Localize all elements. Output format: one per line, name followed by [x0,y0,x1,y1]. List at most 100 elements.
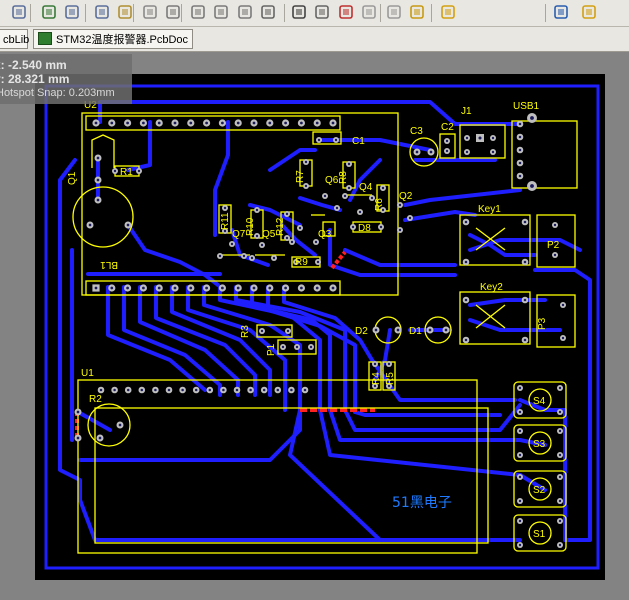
pad-hole [373,384,377,388]
pad-hole [558,519,562,523]
place-via-icon[interactable] [552,3,570,21]
rubber-stamp-icon[interactable] [236,3,254,21]
undo-icon[interactable] [360,3,378,21]
pad-hole [300,121,303,125]
pad-hole [295,345,299,349]
pad-hole [137,169,141,173]
label-r1: R1 [120,167,133,178]
component-icon[interactable] [40,3,58,21]
toolbar-separator [181,4,182,22]
pad-hole [304,184,308,188]
pad-hole [347,186,351,190]
paste-icon[interactable] [212,3,230,21]
pad-hole [530,116,534,120]
toolbar-separator [545,4,546,22]
pad-hole [285,236,289,240]
pad-hole [167,388,171,392]
redo-icon[interactable] [385,3,403,21]
ground-ring [44,84,600,570]
move-icon[interactable] [290,3,308,21]
label-r6: R6 [374,198,385,211]
pad-hole [113,388,116,392]
label-c3: C3 [410,126,423,137]
pad-hole [518,174,522,178]
pad-hole [181,388,184,392]
pad-hole [218,254,222,258]
pad-hole [518,453,522,457]
label-q1: Q1 [67,171,78,185]
label-q7: Q7 [232,229,246,240]
hud-y-readout: y: 28.321 mm [0,72,70,86]
label-d2: D2 [355,326,368,337]
label-q5: Q5 [262,229,276,240]
pad-hole [387,384,391,388]
toolbar-separator [85,4,86,22]
pad-hole [252,121,256,125]
select-area-icon[interactable] [259,3,277,21]
label-r8: R8 [338,171,349,184]
pad-hole [98,436,102,440]
pad-hole [94,121,98,125]
zoom-selected-icon[interactable] [116,3,134,21]
pad-hole [387,362,391,366]
pad-hole [478,136,482,140]
layers-icon[interactable] [10,3,28,21]
label-key2: Key2 [480,282,503,293]
select-connected-icon[interactable] [313,3,331,21]
pad-hole [558,429,562,433]
filter-icon[interactable] [141,3,159,21]
place-track-icon[interactable] [580,3,598,21]
pad-hole [518,161,522,165]
label-r12: R12 [275,217,286,236]
place-pad-icon[interactable] [439,3,457,21]
tab-pcblib-label: cbLib [3,34,30,46]
cut-icon[interactable] [164,3,182,21]
highlight-icon[interactable] [408,3,426,21]
pad-hole [300,286,303,290]
label-q3: Q3 [318,229,332,240]
pcbdoc-icon [38,32,52,45]
toolbar-separator [30,4,31,22]
pad-hole [491,136,495,140]
hud-x-readout: x: -2.540 mm [0,58,67,72]
pad-hole [290,240,294,244]
brand-watermark: 51黑电子 [392,495,452,511]
tab-pcbdoc[interactable]: STM32温度报警器.PcbDoc [33,29,193,49]
label-u1: U1 [81,368,94,379]
pad-hole [304,160,308,164]
pad-hole [335,206,339,210]
pad-hole [465,136,469,140]
pads [74,113,566,548]
copy-icon[interactable] [189,3,207,21]
label-p1: P1 [266,343,277,356]
pad-hole [110,286,114,290]
label-s4: S4 [533,396,546,407]
pad-hole [408,216,412,220]
pad-hole [221,286,224,290]
pad-hole [445,139,449,143]
pad-hole [157,286,161,290]
pad-hole [189,286,193,290]
tab-pcblib[interactable]: cbLib [0,29,30,49]
label-key1: Key1 [478,204,501,215]
pad-hole [230,242,234,246]
label-c2: C2 [441,122,454,133]
pad-hole [205,121,208,125]
hud-snap-readout: Hotspot Snap: 0.203mm [0,87,115,99]
pad-hole [415,150,419,154]
pad-hole [126,388,130,392]
pad-hole [173,121,177,125]
pad-hole [518,499,522,503]
pad-hole [96,178,100,182]
zoom-fit-icon[interactable] [63,3,81,21]
clear-selection-icon[interactable] [337,3,355,21]
pad-hole [398,228,402,232]
tab-pcbdoc-label: STM32温度报警器.PcbDoc [56,34,189,46]
pad-hole [99,388,103,392]
label-r3: R3 [240,325,251,338]
pad-hole [464,260,468,264]
pad-hole [558,475,562,479]
zoom-area-icon[interactable] [93,3,111,21]
pad-hole [205,286,208,290]
